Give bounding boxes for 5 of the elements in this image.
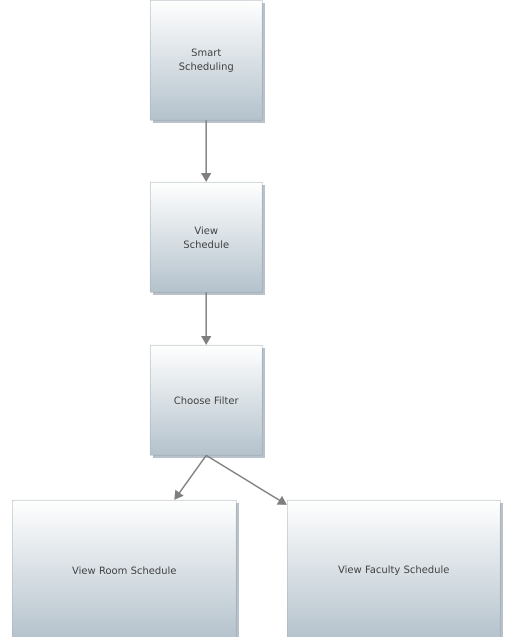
process-box: Smart Scheduling	[150, 0, 262, 120]
process-box: Choose Filter	[150, 345, 262, 456]
process-box: View Room Schedule	[12, 500, 236, 637]
process-box: View Schedule	[150, 182, 262, 292]
process-box: View Faculty Schedule	[287, 500, 500, 637]
